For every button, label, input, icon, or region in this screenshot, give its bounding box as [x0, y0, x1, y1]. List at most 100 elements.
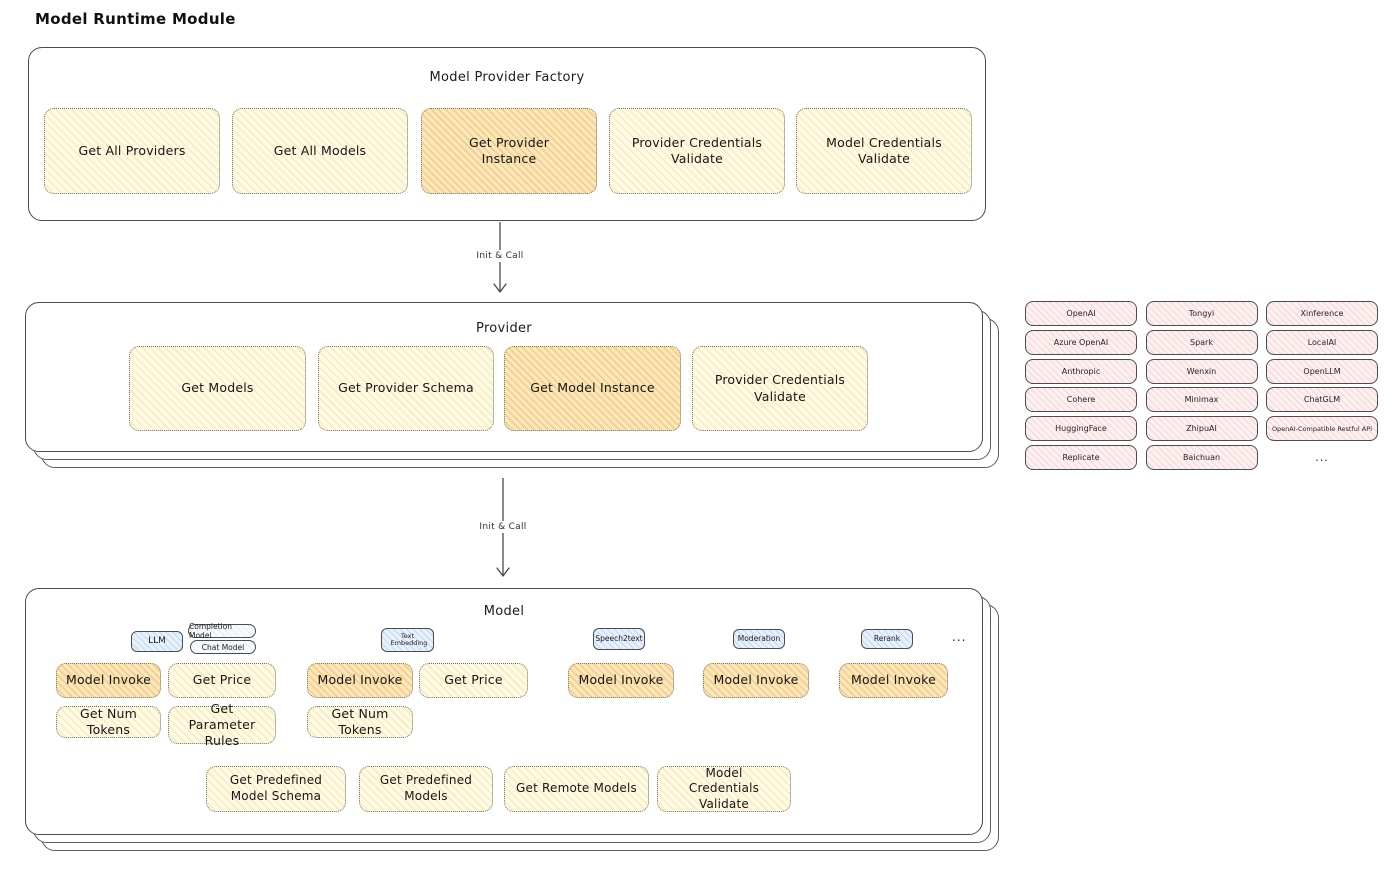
provider-cell-openai-compatible: OpenAI-Compatible Restful API: [1266, 416, 1378, 442]
edge-label-init-call-1: Init & Call: [470, 250, 530, 262]
node-label: Get Provider Instance: [468, 134, 550, 166]
model-tabs-more-dots: ...: [952, 630, 966, 644]
provider-cell-label: Baichuan: [1182, 452, 1221, 462]
tab-label: Moderation: [737, 633, 781, 643]
tab-chat-model: Chat Model: [190, 640, 256, 654]
provider-cell-localai: LocalAI: [1266, 329, 1378, 355]
node-model-credentials-validate: Model Credentials Validate: [796, 108, 972, 194]
node-label: Get Num Tokens: [79, 705, 138, 737]
node-get-all-models: Get All Models: [232, 108, 408, 194]
node-label: Get Price: [444, 672, 503, 688]
node-get-models: Get Models: [129, 346, 306, 431]
node-label: Get Predefined Models: [379, 773, 473, 803]
tab-llm: LLM: [131, 631, 183, 652]
node-label: Get Predefined Model Schema: [229, 773, 323, 803]
node-provider-credentials-validate: Provider Credentials Validate: [609, 108, 785, 194]
node-get-all-providers: Get All Providers: [44, 108, 220, 194]
provider-cell-label: HuggingFace: [1055, 424, 1107, 434]
tab-text-embedding: Text Embedding: [381, 628, 434, 652]
tab-speech2text: Speech2text: [593, 628, 645, 650]
provider-cell-anthropic: Anthropic: [1025, 358, 1137, 384]
node-model-credentials-validate-2: Model Credentials Validate: [657, 766, 791, 812]
node-label: Provider Credentials Validate: [631, 134, 763, 166]
node-get-model-instance: Get Model Instance: [504, 346, 681, 431]
provider-cell-label: Anthropic: [1061, 366, 1101, 376]
node-embedding-get-price: Get Price: [419, 663, 528, 698]
tab-label: Text Embedding: [390, 631, 428, 647]
node-get-provider-instance: Get Provider Instance: [421, 108, 597, 194]
provider-cell-label: Cohere: [1066, 395, 1096, 405]
node-label: Model Credentials Validate: [826, 134, 942, 166]
node-label: Get Models: [181, 380, 254, 396]
provider-cell-zhipuai: ZhipuAI: [1145, 416, 1258, 442]
tab-label: Completion Model: [189, 622, 232, 640]
node-get-remote-models: Get Remote Models: [504, 766, 649, 812]
node-provider-credentials-validate-2: Provider Credentials Validate: [692, 346, 868, 431]
node-embedding-get-num-tokens: Get Num Tokens: [307, 706, 413, 738]
provider-cell-label: Minimax: [1184, 395, 1219, 405]
node-llm-get-price: Get Price: [168, 663, 276, 698]
node-label: Get Price: [192, 672, 252, 688]
provider-cell-minimax: Minimax: [1145, 387, 1258, 413]
node-moderation-model-invoke: Model Invoke: [703, 663, 809, 698]
provider-cell-label: Azure OpenAI: [1053, 337, 1109, 347]
tab-completion-model: Completion Model: [188, 622, 256, 640]
provider-list-more-dots: ...: [1266, 445, 1378, 470]
node-label: Model Invoke: [578, 672, 664, 688]
node-llm-model-invoke: Model Invoke: [56, 663, 161, 698]
provider-cell-label: OpenLLM: [1303, 366, 1341, 376]
tab-moderation: Moderation: [733, 629, 785, 649]
tab-label: Rerank: [873, 633, 901, 643]
node-label: Model Invoke: [713, 672, 799, 688]
factory-title: Model Provider Factory: [429, 70, 585, 85]
node-llm-get-parameter-rules: Get Parameter Rules: [168, 701, 276, 748]
provider-title: Provider: [476, 321, 532, 336]
provider-cell-label: Spark: [1190, 337, 1213, 347]
edge-label-init-call-2: Init & Call: [473, 521, 533, 533]
model-box: Model LLM Completion Model Chat Model Te…: [25, 588, 983, 835]
provider-list: OpenAI Tongyi Xinference Azure OpenAI Sp…: [1025, 301, 1378, 470]
provider-cell-label: OpenAI: [1066, 309, 1096, 318]
node-label: Get Num Tokens: [331, 705, 389, 737]
provider-cell-huggingface: HuggingFace: [1025, 416, 1137, 442]
node-embedding-model-invoke: Model Invoke: [307, 663, 413, 698]
provider-cell-label: LocalAI: [1307, 337, 1337, 347]
node-get-predefined-model-schema: Get Predefined Model Schema: [206, 766, 346, 812]
tab-label: LLM: [148, 636, 166, 647]
node-label: Model Invoke: [65, 672, 152, 688]
factory-box: Model Provider Factory Get All Providers…: [28, 47, 986, 221]
provider-cell-xinference: Xinference: [1266, 301, 1378, 326]
node-get-provider-schema: Get Provider Schema: [318, 346, 494, 431]
provider-cell-wenxin: Wenxin: [1145, 358, 1258, 384]
page-title: Model Runtime Module: [35, 10, 236, 28]
provider-cell-openai: OpenAI: [1025, 301, 1137, 326]
provider-cell-azure-openai: Azure OpenAI: [1025, 329, 1137, 355]
tab-label: Chat Model: [201, 642, 245, 652]
provider-cell-replicate: Replicate: [1025, 444, 1137, 470]
node-label: Get Remote Models: [516, 781, 637, 796]
node-label: Get Model Instance: [530, 380, 655, 396]
provider-cell-label: ZhipuAI: [1186, 424, 1217, 434]
provider-cell-label: ...: [1315, 450, 1329, 464]
node-label: Get Parameter Rules: [188, 700, 256, 749]
node-label: Provider Credentials Validate: [714, 372, 846, 404]
provider-cell-label: Tongyi: [1188, 309, 1215, 318]
node-llm-get-num-tokens: Get Num Tokens: [56, 706, 161, 738]
provider-cell-label: Replicate: [1062, 452, 1100, 462]
tab-rerank: Rerank: [861, 629, 913, 649]
model-title: Model: [483, 604, 525, 619]
node-label: Get All Models: [273, 142, 367, 158]
provider-cell-openllm: OpenLLM: [1266, 358, 1378, 384]
node-label: Model Invoke: [317, 672, 403, 688]
node-label: Model Credentials Validate: [688, 765, 760, 811]
node-label: Get All Providers: [78, 142, 186, 158]
more-label: ...: [952, 630, 967, 644]
tab-label: Speech2text: [595, 633, 643, 643]
provider-cell-label: Wenxin: [1186, 366, 1217, 376]
provider-cell-cohere: Cohere: [1025, 387, 1137, 413]
provider-box: Provider Get Models Get Provider Schema …: [25, 302, 983, 452]
provider-cell-tongyi: Tongyi: [1145, 301, 1258, 326]
node-get-predefined-models: Get Predefined Models: [359, 766, 493, 812]
node-rerank-model-invoke: Model Invoke: [839, 663, 948, 698]
